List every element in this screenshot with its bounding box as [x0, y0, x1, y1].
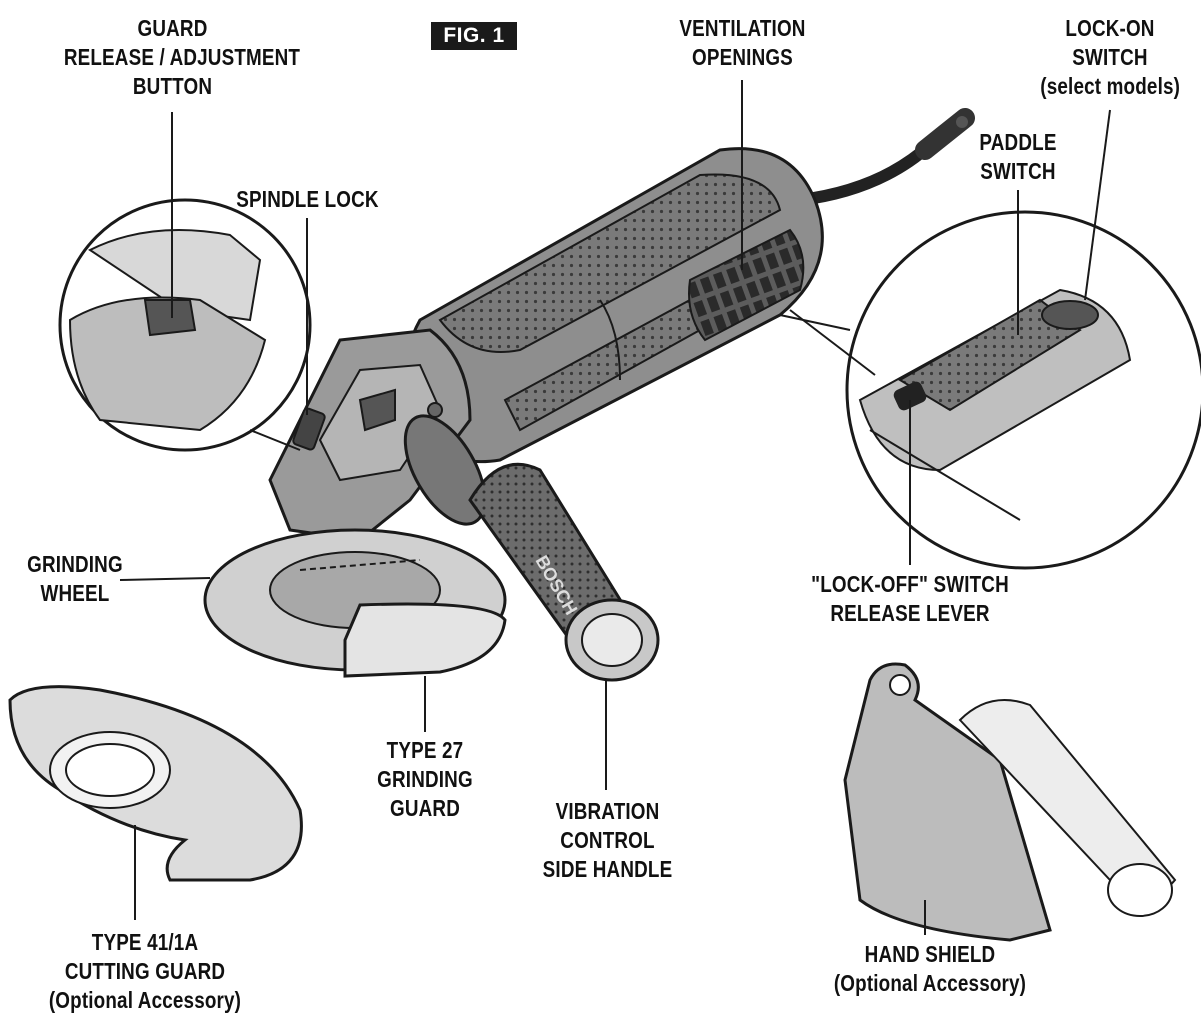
power-cord [794, 108, 975, 206]
inset-paddle-switch [779, 210, 1201, 570]
label-ventilation-openings: VENTILATION OPENINGS [679, 15, 806, 70]
label-lock-off-lever: "LOCK-OFF" SWITCH RELEASE LEVER [811, 571, 1009, 626]
label-lock-on-switch: LOCK-ON SWITCH (select models) [1040, 15, 1181, 99]
inset-guard-release [58, 198, 312, 452]
ventilation-openings-shape [688, 228, 805, 342]
label-type27-guard: TYPE 27 GRINDING GUARD [377, 737, 473, 821]
leader-lines [119, 80, 1111, 935]
label-vibration-handle: VIBRATION CONTROL SIDE HANDLE [542, 798, 673, 882]
label-paddle-switch: PADDLE SWITCH [979, 129, 1057, 184]
label-guard-release: GUARD RELEASE / ADJUSTMENT BUTTON [63, 15, 301, 99]
leader-lock-on [1084, 109, 1111, 301]
type41-guard-shape [8, 685, 303, 882]
label-spindle-lock: SPINDLE LOCK [236, 186, 379, 212]
label-type41-guard: TYPE 41/1A CUTTING GUARD (Optional Acces… [48, 929, 242, 1013]
side-handle-shape: BOSCH [403, 414, 660, 682]
leader-grinding-wheel [119, 577, 211, 581]
label-hand-shield: HAND SHIELD (Optional Accessory) [833, 941, 1027, 996]
figure-tag: FIG. 1 [431, 22, 517, 50]
hand-shield-shape [843, 662, 1177, 942]
label-grinding-wheel: GRINDING WHEEL [27, 551, 123, 606]
type27-guard-shape [343, 602, 507, 678]
